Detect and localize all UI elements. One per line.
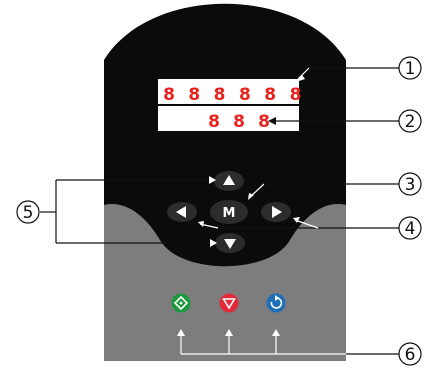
display-digit: 8 bbox=[290, 85, 302, 105]
svg-text:1: 1 bbox=[405, 59, 416, 79]
panel-upper-black bbox=[104, 3, 346, 267]
control-panel bbox=[104, 3, 346, 361]
keypad: M bbox=[167, 171, 291, 253]
start-diamond-icon bbox=[173, 295, 189, 311]
arrowheads bbox=[177, 75, 305, 336]
reverse-button[interactable] bbox=[266, 293, 286, 313]
left-key[interactable] bbox=[167, 202, 197, 222]
callout-1: 1 bbox=[398, 56, 422, 80]
triangle-down-icon bbox=[224, 239, 236, 249]
down-key[interactable] bbox=[215, 233, 245, 253]
callouts: 1 2 3 4 5 6 bbox=[16, 56, 422, 366]
stop-triangle-icon bbox=[222, 298, 236, 310]
svg-text:5: 5 bbox=[23, 203, 34, 223]
display-digit: 8 bbox=[239, 85, 251, 105]
reverse-arrow-icon bbox=[270, 297, 283, 309]
display-digit: 8 bbox=[233, 112, 245, 132]
mode-key-label: M bbox=[223, 206, 236, 221]
callout-5: 5 bbox=[16, 200, 40, 224]
svg-text:6: 6 bbox=[405, 345, 416, 365]
display-digit: 8 bbox=[214, 85, 226, 105]
display-digit: 8 bbox=[264, 85, 276, 105]
callout-leaders bbox=[40, 67, 399, 355]
display-digit: 8 bbox=[188, 85, 200, 105]
display-digit: 8 bbox=[208, 112, 220, 132]
callout-3: 3 bbox=[398, 172, 422, 196]
triangle-right-icon bbox=[272, 206, 282, 218]
run-buttons bbox=[171, 293, 286, 313]
display-digit: 8 bbox=[258, 112, 270, 132]
arrowhead-2 bbox=[268, 117, 276, 125]
svg-text:3: 3 bbox=[405, 175, 416, 195]
up-key[interactable] bbox=[214, 171, 244, 191]
mode-key[interactable]: M bbox=[210, 200, 248, 224]
triangle-up-icon bbox=[223, 175, 235, 185]
display-digit: 8 bbox=[163, 85, 175, 105]
triangle-left-icon bbox=[176, 206, 186, 218]
svg-text:4: 4 bbox=[405, 219, 416, 239]
callout-4: 4 bbox=[398, 216, 422, 240]
svg-text:2: 2 bbox=[405, 112, 416, 132]
callout-2: 2 bbox=[398, 109, 422, 133]
callout-6: 6 bbox=[398, 342, 422, 366]
right-key[interactable] bbox=[261, 202, 291, 222]
stop-button[interactable] bbox=[219, 293, 239, 313]
start-button[interactable] bbox=[171, 293, 191, 313]
